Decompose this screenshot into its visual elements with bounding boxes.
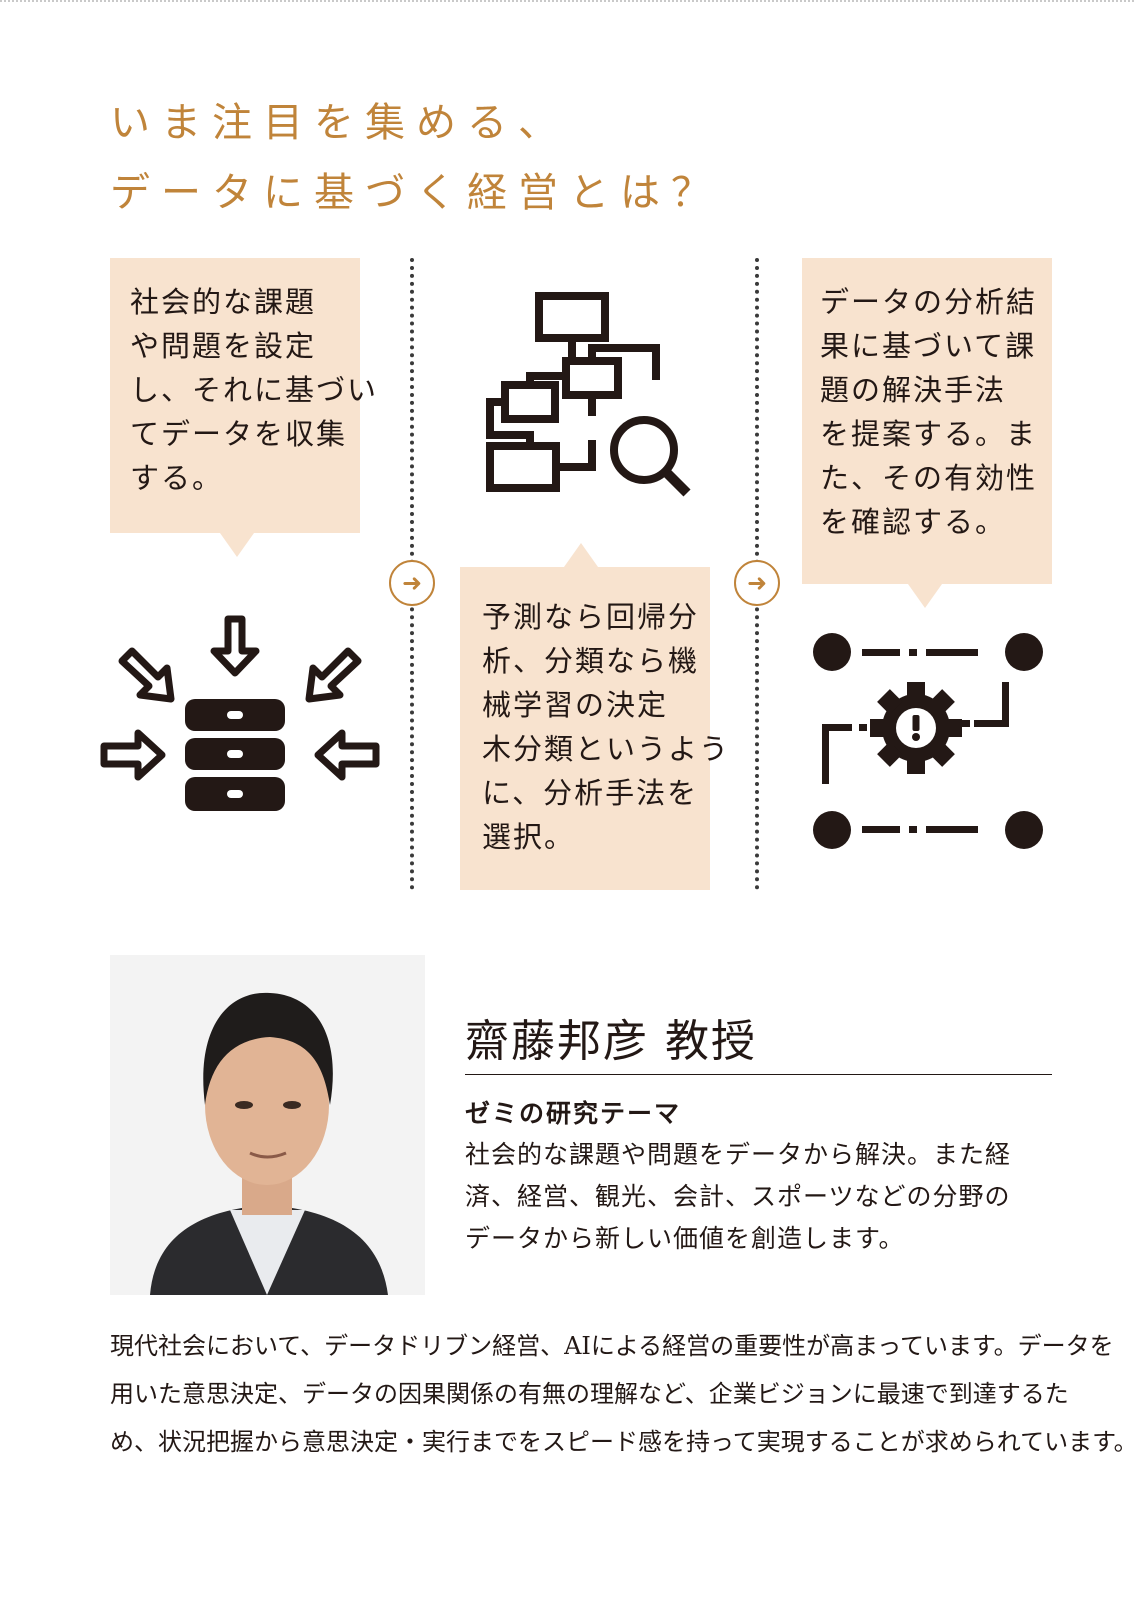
- professor-name: 齋藤邦彦 教授: [465, 1016, 757, 1067]
- theme-line: 済、経営、観光、会計、スポーツなどの分野の: [465, 1182, 1011, 1211]
- professor-photo: [110, 955, 425, 1295]
- step-1-text: 社会的な課題 や問題を設定 し、それに基づい てデータを収集 する。: [130, 285, 379, 495]
- heading-line-2: データに基づく経営とは？: [110, 170, 722, 216]
- gear-alert-network-icon: [813, 633, 1043, 849]
- research-theme-label: ゼミの研究テーマ: [465, 1099, 682, 1128]
- heading-line-1: いま注目を集める、: [110, 100, 569, 146]
- name-divider: [465, 1074, 1052, 1075]
- theme-line: 社会的な課題や問題をデータから解決。また経: [465, 1140, 1012, 1169]
- body-paragraph: 現代社会において、データドリブン経営、AIによる経営の重要性が高まっています。デ…: [110, 1322, 1134, 1466]
- org-chart-search-icon: [486, 292, 691, 497]
- professor-portrait-image: [110, 955, 425, 1295]
- step-2-text: 予測なら回帰分 析、分類なら機 械学習の決定 木分類というよう に、分析手法を …: [482, 600, 731, 854]
- arrow-right-icon: ➜: [389, 560, 435, 606]
- body-line: 現代社会において、データドリブン経営、AIによる経営の重要性が高まっています。デ…: [110, 1332, 1114, 1360]
- body-line: 用いた意思決定、データの因果関係の有無の理解など、企業ビジョンに最速で到達するた: [110, 1380, 1069, 1408]
- body-line: め、状況把握から意思決定・実行までをスピード感を持って実現することが求められてい…: [110, 1428, 1134, 1456]
- step-3-text: データの分析結 果に基づいて課 題の解決手法 を提案する。ま た、その有効性 を…: [820, 285, 1038, 539]
- research-theme-text: 社会的な課題や問題をデータから解決。また経 済、経営、観光、会計、スポーツなどの…: [465, 1134, 1060, 1260]
- database-collect-icon: [100, 615, 380, 811]
- step-1-bubble: 社会的な課題 や問題を設定 し、それに基づい てデータを収集 する。: [110, 258, 379, 557]
- arrow-right-icon: ➜: [734, 560, 780, 606]
- top-dotted-rule: [0, 0, 1134, 2]
- step-2-bubble: 予測なら回帰分 析、分類なら機 械学習の決定 木分類というよう に、分析手法を …: [460, 543, 731, 890]
- step-3-bubble: データの分析結 果に基づいて課 題の解決手法 を提案する。ま た、その有効性 を…: [802, 258, 1052, 608]
- page-heading: いま注目を集める、 データに基づく経営とは？: [110, 88, 722, 228]
- theme-line: データから新しい価値を創造します。: [465, 1224, 905, 1253]
